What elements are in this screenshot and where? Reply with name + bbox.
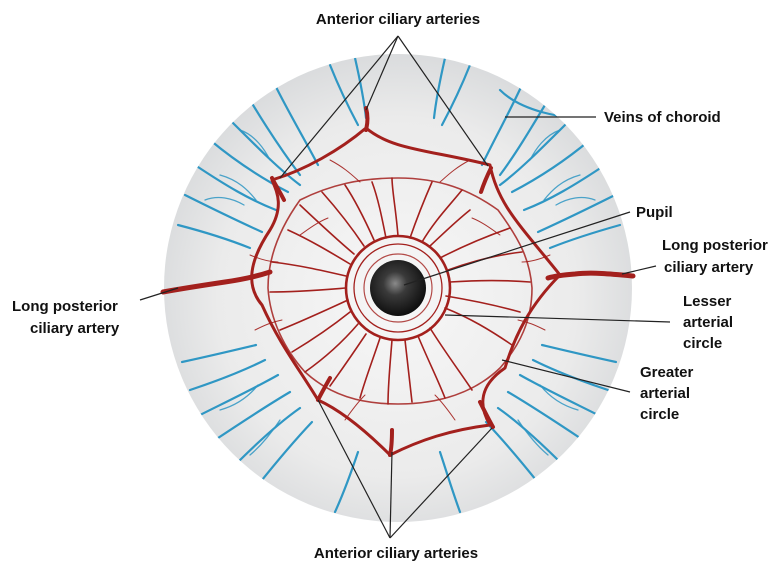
label-greater-arterial-circle-line1: Greater — [640, 364, 694, 381]
label-lesser-arterial-circle-line3: circle — [683, 335, 722, 352]
label-lesser-arterial-circle-line2: arterial — [683, 314, 733, 331]
label-veins-of-choroid: Veins of choroid — [604, 109, 721, 126]
label-long-posterior-right-line1: Long posterior — [662, 237, 768, 254]
label-greater-arterial-circle-line3: circle — [640, 406, 679, 423]
pupil-disc — [370, 260, 426, 316]
label-anterior-ciliary-arteries-top: Anterior ciliary arteries — [316, 11, 480, 28]
label-greater-arterial-circle-line2: arterial — [640, 385, 690, 402]
label-long-posterior-right-line2: ciliary artery — [664, 259, 754, 276]
label-long-posterior-left-line1: Long posterior — [12, 298, 118, 315]
label-pupil: Pupil — [636, 204, 673, 221]
label-lesser-arterial-circle-line1: Lesser — [683, 293, 732, 310]
label-long-posterior-left-line2: ciliary artery — [30, 320, 120, 337]
label-anterior-ciliary-arteries-bottom: Anterior ciliary arteries — [314, 545, 478, 562]
